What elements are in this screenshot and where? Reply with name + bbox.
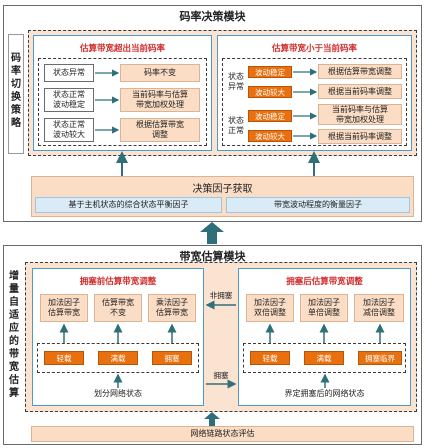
decision-factor-title: 决策因子获取 xyxy=(192,184,253,195)
action-weighted: 当前码率与估算 带宽加权处理 xyxy=(120,88,200,112)
post-state-full: 满载 xyxy=(304,351,344,365)
post-congestion-title: 拥塞后估算带宽调整 xyxy=(286,277,363,287)
state-abnormal: 状态异常 xyxy=(44,64,94,82)
congestion-label: 拥塞 xyxy=(213,371,229,380)
factor-bw-unchanged: 估算带宽 不变 xyxy=(94,294,142,322)
factor-fluctuation: 带宽波动程度的衡量因子 xyxy=(226,197,410,213)
pre-state-full: 满载 xyxy=(98,351,138,365)
factor-status-balance: 基于主机状态的综合状态平衡因子 xyxy=(35,197,222,213)
factor-double-adjust: 加法因子 双倍调整 xyxy=(246,294,294,322)
below-rate-title: 估算带宽小于当前码率 xyxy=(271,44,357,54)
link-state-assessment: 网络链路状态评估 xyxy=(31,426,414,442)
action-by-bandwidth: 根据估算带宽 调整 xyxy=(120,118,200,142)
action-normal-stable: 当前码率与估算 带宽加权处理 xyxy=(318,104,402,125)
action-keep-rate: 码率不变 xyxy=(120,64,200,82)
action-abnormal-stable: 根据估算带宽调整 xyxy=(318,64,402,79)
post-state-critical: 拥塞临界 xyxy=(358,351,402,365)
group-abnormal-state: 状态 异常 xyxy=(228,72,244,91)
pre-state-congested: 拥塞 xyxy=(152,351,192,365)
factor-additive-bw: 加法因子 估算带宽 xyxy=(40,294,88,322)
group-normal-state: 状态 正常 xyxy=(228,116,244,135)
pre-state-light: 轻载 xyxy=(44,351,84,365)
tag-normal-stable: 波动稳定 xyxy=(248,110,292,122)
rate-module-title: 码率决策模块 xyxy=(179,10,246,23)
state-normal-volatile: 状态正常 波动较大 xyxy=(44,118,94,142)
action-abnormal-volatile: 根据当前码率调整 xyxy=(318,84,402,99)
post-footer-label: 界定拥塞后的网络状态 xyxy=(284,389,365,398)
tag-abnormal-stable: 波动稳定 xyxy=(248,66,292,78)
non-congestion-label: 非拥塞 xyxy=(209,291,233,300)
strategy-side-frame xyxy=(8,34,24,154)
module-up-arrow xyxy=(200,222,224,244)
pre-footer-label: 划分网络状态 xyxy=(94,389,142,398)
strategy-side-label: 码率切换策略 xyxy=(11,53,21,129)
exceed-rate-title: 估算带宽超出当前码率 xyxy=(79,44,165,54)
pre-congestion-title: 拥塞前估算带宽调整 xyxy=(79,277,157,287)
link-up-arrow xyxy=(204,412,220,426)
factor-reduced-adjust: 加法因子 减倍调整 xyxy=(354,294,404,322)
action-normal-volatile: 根据当前码率调整 xyxy=(318,129,402,144)
factor-multiplicative-bw: 乘法因子 估算带宽 xyxy=(148,294,196,322)
factor-single-adjust: 加法因子 单倍调整 xyxy=(300,294,348,322)
post-state-light: 轻载 xyxy=(250,351,290,365)
bw-module-title: 带宽估算模块 xyxy=(179,250,246,263)
tag-abnormal-volatile: 波动较大 xyxy=(248,86,292,98)
tag-normal-volatile: 波动较大 xyxy=(248,130,292,142)
adaptive-side-label: 增量自适应的带宽估算 xyxy=(9,271,19,399)
state-normal-stable: 状态正常 波动稳定 xyxy=(44,88,94,112)
